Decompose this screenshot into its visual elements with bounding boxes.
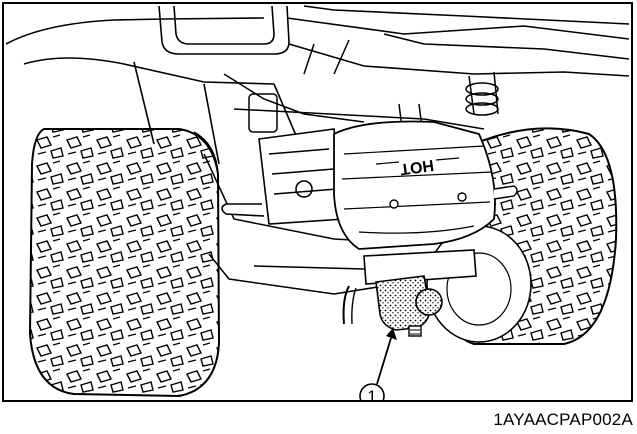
vehicle-underside-drawing: HOT 1 [5,5,630,400]
figure-code: 1AYAACPAP002A [493,410,633,429]
trailer-hitch-ball [375,275,443,337]
muffler-hot-label: HOT [399,156,435,178]
callout-1: 1 [359,328,397,400]
left-tire [28,128,221,398]
engine-block [221,128,345,225]
muffler: HOT [333,120,518,250]
callout-number-circle [359,383,385,400]
vehicle-body-panels [5,5,630,165]
hitch-receiver [342,249,477,325]
illustration-frame: HOT 1 [2,2,633,402]
callout-number: 1 [367,387,376,400]
